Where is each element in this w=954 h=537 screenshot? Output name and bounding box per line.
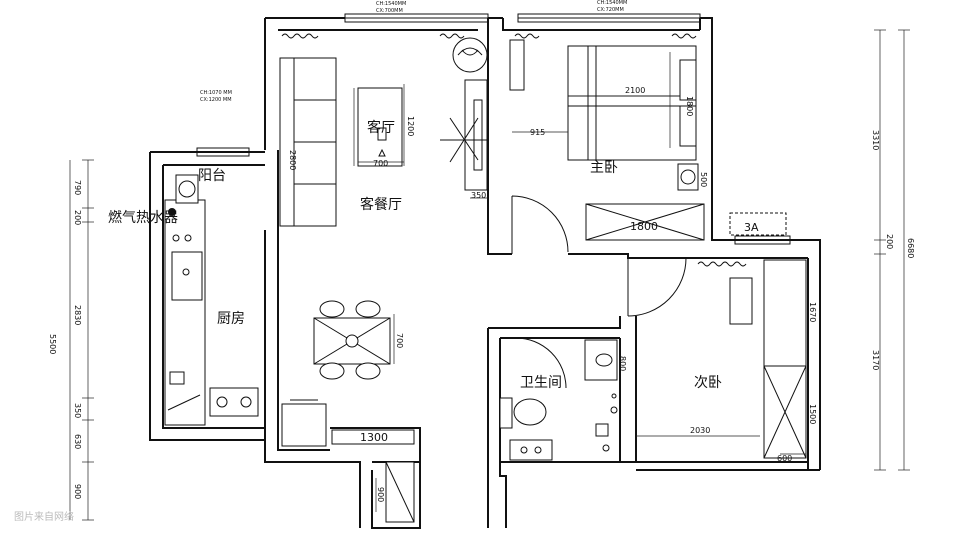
- dim-second-width: 2030: [690, 426, 710, 435]
- dim-bedside: 500: [699, 172, 708, 187]
- bed: [567, 45, 697, 161]
- dim-basin: 800: [618, 356, 627, 371]
- kitchen-furniture: [164, 174, 259, 426]
- toilet-icon: [513, 398, 547, 426]
- dim-right-200: 200: [885, 234, 894, 249]
- second-bed-furniture: [729, 259, 807, 459]
- dim-dining: 700: [395, 333, 404, 348]
- dim-bed-width: 2100: [625, 86, 645, 95]
- dim-second-wardrobe: 1500: [808, 404, 817, 424]
- dim-right-3310: 3310: [871, 130, 880, 150]
- dim-left-790: 790: [73, 180, 82, 195]
- dim-left-total: 5500: [48, 334, 57, 354]
- living-furniture: [279, 37, 488, 523]
- living-window-cx: CX:700MM: [376, 8, 403, 14]
- room-master-bedroom: 主卧: [590, 160, 618, 176]
- dim-left-2830: 2830: [73, 305, 82, 325]
- dim-cabinet-1300: 1300: [360, 431, 388, 444]
- room-water-heater: 燃气热水器: [108, 209, 178, 226]
- desk: [763, 259, 807, 367]
- dim-second-desk: 1670: [808, 302, 817, 322]
- window-notes: CH:1540MM CX:700MM CH:1540MM CX:720MM CH…: [200, 0, 627, 103]
- dim-cabinet-900: 900: [376, 487, 385, 502]
- dim-left-200: 200: [73, 210, 82, 225]
- water-heater-icon: [178, 180, 196, 198]
- dim-coffee-h: 1200: [406, 116, 415, 136]
- room-living: 客厅: [367, 119, 395, 136]
- dim-second-bottom: 600: [777, 454, 792, 463]
- windows: [196, 13, 791, 267]
- sink-icon: [171, 251, 203, 301]
- room-kitchen: 厨房: [217, 311, 245, 327]
- kitchen-window-cx: CX:1200 MM: [200, 97, 232, 103]
- dimension-lines: [69, 29, 910, 521]
- room-balcony: 阳台: [198, 168, 226, 184]
- living-window-ch: CH:1540MM: [376, 1, 406, 7]
- dim-left-630: 630: [73, 434, 82, 449]
- bath-furniture: [499, 257, 687, 461]
- watermark: 图片来自网络: [14, 510, 74, 523]
- dim-tv-unit: 350: [471, 191, 486, 200]
- dim-right-3170: 3170: [871, 350, 880, 370]
- room-bathroom: 卫生间: [520, 375, 562, 391]
- room-living-dining: 客餐厅: [360, 196, 402, 213]
- dim-master-clear: 915: [530, 128, 545, 137]
- dim-coffee-w: 700: [373, 159, 388, 168]
- dim-master-wardrobe: 1800: [630, 220, 658, 233]
- room-second-bedroom: 次卧: [694, 375, 722, 391]
- dim-right-total: 6680: [906, 238, 915, 258]
- dim-left-350: 350: [73, 403, 82, 418]
- dim-tag: 3A: [744, 221, 759, 234]
- dim-left-900: 900: [73, 484, 82, 499]
- master-window-ch: CH:1540MM: [597, 0, 627, 6]
- master-furniture: [509, 39, 787, 254]
- kitchen-window-ch: CH:1070 MM: [200, 90, 232, 96]
- dim-sofa: 2800: [288, 150, 297, 170]
- dim-bed-length: 1800: [685, 96, 694, 116]
- master-window-cx: CX:720MM: [597, 7, 624, 13]
